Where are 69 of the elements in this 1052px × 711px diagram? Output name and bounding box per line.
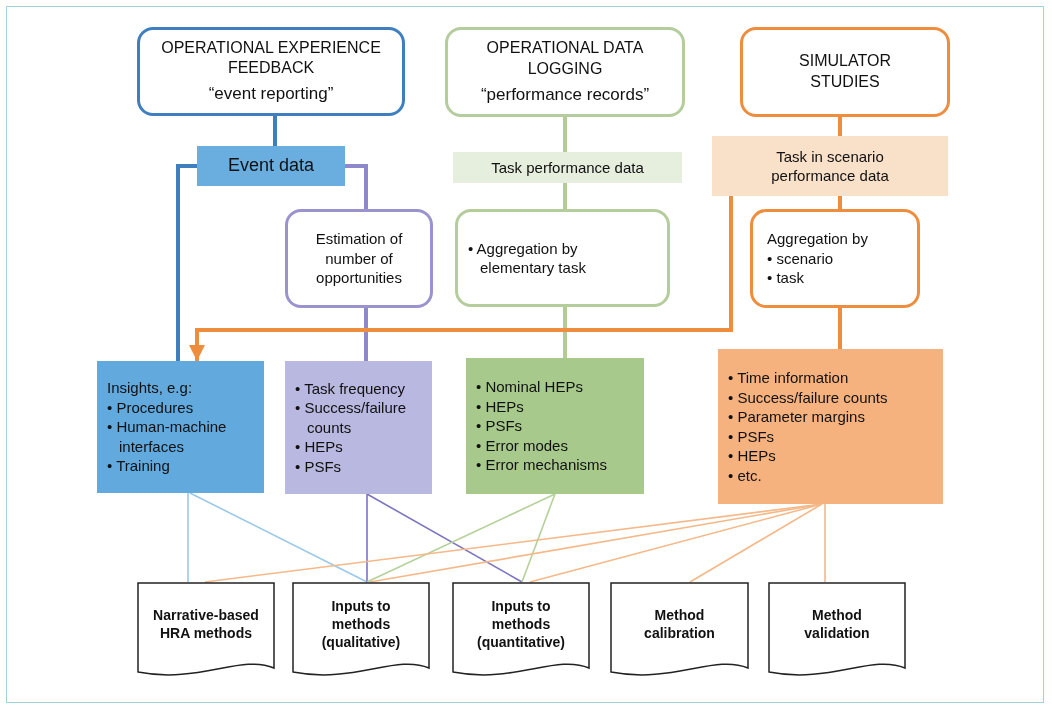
rounded-box [750, 209, 920, 308]
box-text: • PSFs [295, 456, 343, 477]
connector-line [176, 164, 197, 361]
list-panel [718, 349, 943, 504]
box-text: SIMULATOR STUDIES [798, 51, 892, 92]
box-text: “event reporting” [208, 83, 334, 106]
box-text: • scenario [767, 248, 835, 269]
list-panel [466, 358, 644, 494]
rounded-box [445, 27, 685, 117]
connector-line [273, 116, 277, 146]
box-heading: Aggregation by [767, 229, 868, 249]
connector-line [189, 492, 368, 583]
list-panel [97, 361, 264, 493]
connector-line [689, 503, 823, 583]
box-text: Task performance data [491, 157, 644, 178]
connector-line [838, 117, 842, 136]
box-heading: OPERATIONAL EXPERIENCE FEEDBACK [160, 37, 382, 79]
box-text: “performance records” [480, 83, 650, 106]
box-text: • Training [107, 456, 171, 476]
box-text: • Task frequency [295, 378, 406, 399]
box-text: • Success/failure counts [728, 387, 888, 407]
box-text: Task in scenario performance data [770, 146, 890, 186]
document-label: Method validation [803, 605, 871, 643]
data-band [197, 146, 345, 186]
connector-line [563, 117, 567, 152]
box-text: • etc. [728, 465, 763, 485]
data-band [453, 152, 682, 183]
box-text: • PSFs [476, 416, 524, 436]
box-text: • PSFs [728, 426, 776, 446]
document-label: Narrative-based HRA methods [152, 605, 260, 643]
box-text: Estimation of number of opportunities [314, 229, 404, 288]
box-text: • Nominal HEPs [476, 377, 583, 397]
connector-line [187, 492, 189, 583]
connector-line [366, 493, 523, 583]
box-text: Event data [227, 154, 315, 178]
box-text: • Success/failure counts [295, 398, 408, 438]
connector-line [838, 308, 842, 349]
connector-line [563, 307, 567, 358]
box-text: • HEPs [295, 437, 344, 457]
document-label: Method calibration [643, 605, 716, 643]
box-text: • Procedures [107, 397, 195, 418]
rounded-box [455, 209, 670, 307]
box-text: • Parameter margins [728, 407, 865, 427]
connector-line [366, 493, 368, 583]
box-text: • Time information [728, 368, 849, 388]
list-panel [285, 361, 432, 494]
box-text: Insights, e.g: [107, 378, 193, 398]
box-text: • HEPs [476, 396, 525, 417]
connector-line [366, 493, 556, 583]
box-text: • HEPs [728, 446, 777, 466]
connector-line [563, 183, 567, 209]
connector-line [364, 308, 368, 361]
rounded-box [285, 209, 433, 308]
rounded-box [137, 27, 405, 116]
arrow [189, 196, 733, 361]
box-heading: OPERATIONAL DATA LOGGING [485, 38, 645, 79]
connector-line [838, 196, 842, 209]
document-label: Inputs to methods (qualitative) [320, 596, 402, 652]
box-text: • Human-machine interfaces [107, 417, 228, 457]
connector-line [521, 493, 556, 583]
connector-line [824, 503, 826, 583]
box-text: • Error modes [476, 435, 568, 456]
box-text: • task [767, 268, 805, 288]
rounded-box [740, 27, 950, 117]
box-text: • Error mechanisms [476, 455, 608, 475]
connector-line [345, 164, 368, 209]
document-label: Inputs to methods (quantitative) [476, 596, 566, 652]
box-text: • Aggregation by elementary task [468, 238, 587, 278]
data-band [712, 136, 948, 196]
